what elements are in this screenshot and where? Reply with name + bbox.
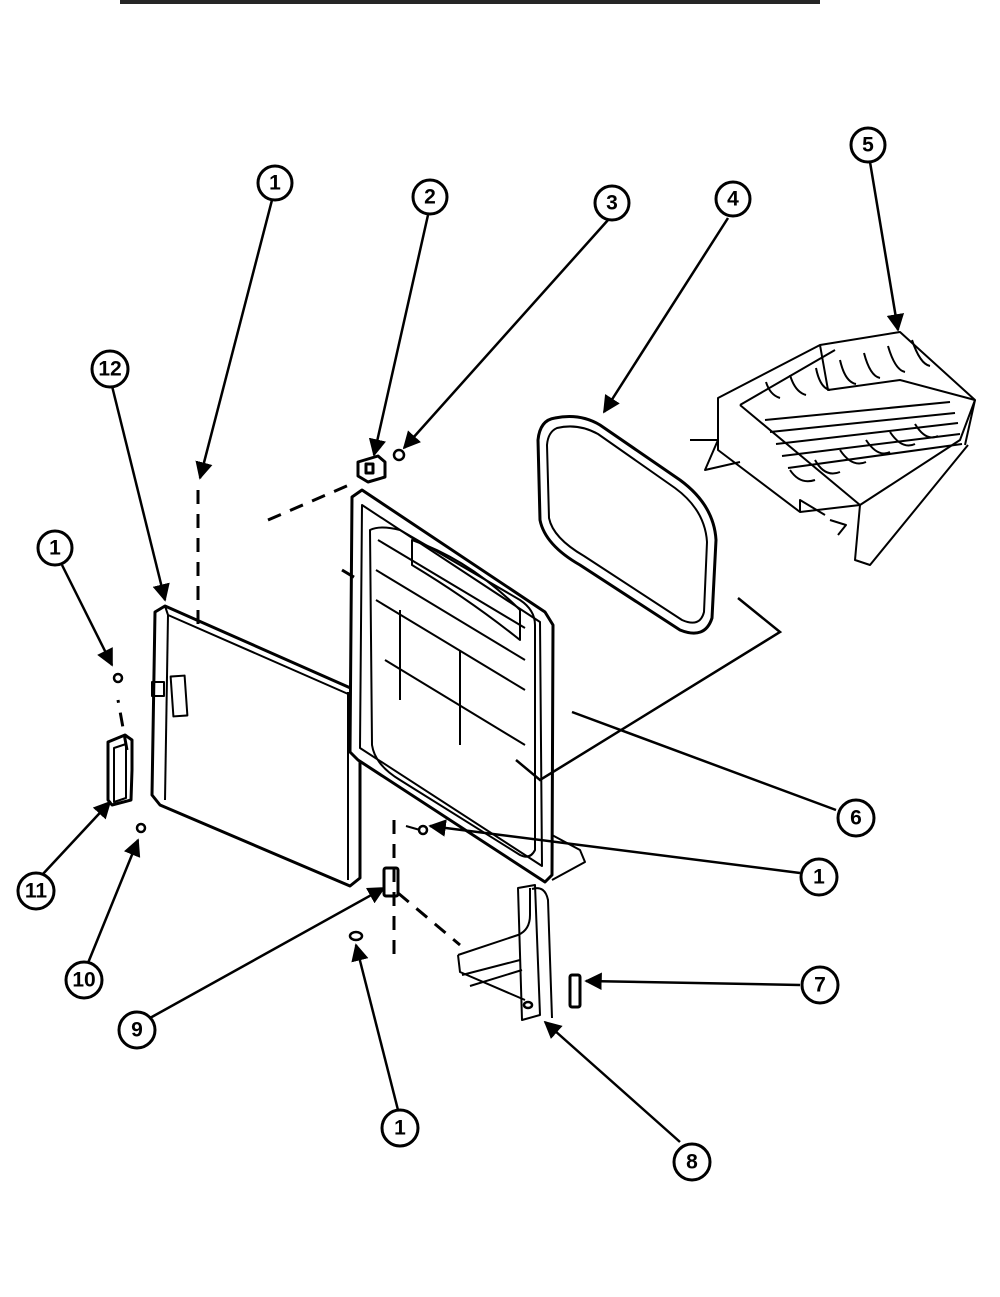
door-panel-part — [150, 604, 362, 888]
callout-label: 9 — [131, 1019, 143, 1042]
leader-lines — [41, 161, 905, 1143]
callout-label: 1 — [49, 537, 61, 560]
callout-12: 12 — [90, 349, 130, 389]
callout-2: 2 — [411, 178, 449, 216]
callout-3: 3 — [593, 184, 631, 222]
callout-label: 11 — [25, 880, 48, 903]
screw-part-1-left — [112, 672, 124, 684]
callout-label: 3 — [606, 192, 618, 215]
callout-label: 7 — [814, 974, 826, 997]
top-edge-artifact — [120, 0, 820, 4]
callout-label: 1 — [269, 172, 281, 195]
callout-1-left: 1 — [36, 529, 74, 567]
callout-label: 4 — [727, 188, 739, 211]
clip-part — [568, 973, 582, 1009]
callout-6: 6 — [836, 798, 876, 838]
screw-part-1-bottom — [348, 930, 364, 942]
callout-label: 12 — [98, 358, 121, 381]
drying-rack-part — [690, 331, 976, 566]
door-inner-frame-part — [348, 488, 586, 884]
callout-label: 1 — [394, 1117, 406, 1140]
callout-11: 11 — [16, 871, 56, 911]
assembly-dash-lines — [116, 480, 461, 955]
callout-1-right: 1 — [799, 857, 839, 897]
callout-8: 8 — [672, 1142, 712, 1182]
callout-label: 5 — [862, 134, 874, 157]
callout-label: 6 — [850, 807, 862, 830]
callout-1-top: 1 — [256, 164, 294, 202]
callout-label: 8 — [686, 1151, 698, 1174]
group-bracket-6 — [515, 597, 783, 782]
hinge-part — [457, 884, 553, 1021]
callout-4: 4 — [714, 180, 752, 218]
callout-9: 9 — [117, 1010, 157, 1050]
callout-1-bottom: 1 — [380, 1108, 420, 1148]
callout-label: 10 — [72, 969, 95, 992]
callout-label: 2 — [424, 186, 436, 209]
gasket-part — [536, 415, 718, 635]
callout-label: 1 — [813, 866, 825, 889]
screw-part-3 — [392, 448, 406, 462]
handle-screw-part — [135, 822, 147, 834]
hinge-plate-part — [382, 866, 400, 898]
hinge-bracket-part — [356, 454, 387, 484]
callout-5: 5 — [849, 126, 887, 164]
callout-7: 7 — [800, 965, 840, 1005]
screw-part-1-right — [405, 824, 429, 836]
callout-10: 10 — [64, 960, 104, 1000]
door-handle-part — [106, 733, 134, 807]
